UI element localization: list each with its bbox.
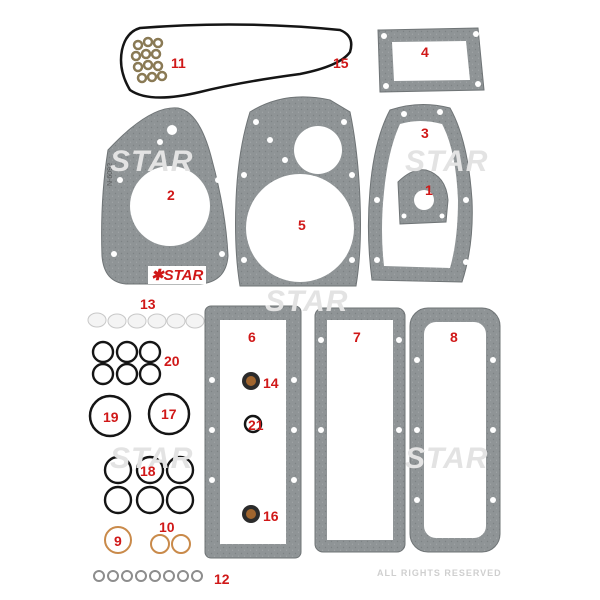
watermark-star-bottom-left: STAR xyxy=(110,442,194,475)
copper-ring-9 xyxy=(104,526,132,554)
gasket-1 xyxy=(397,169,449,225)
o-rings-20 xyxy=(91,340,162,386)
o-ring-17 xyxy=(147,392,191,436)
copper-ring-10a xyxy=(150,534,170,554)
gasket-4 xyxy=(377,27,485,93)
part-label-17: 17 xyxy=(161,406,177,422)
part-label-3: 3 xyxy=(421,125,429,141)
washers-12 xyxy=(93,570,203,582)
washer-cluster-11 xyxy=(130,36,168,84)
star-logo: ✱STAR xyxy=(148,266,207,284)
part-label-21: 21 xyxy=(248,417,264,433)
part-label-5: 5 xyxy=(298,217,306,233)
gasket-code-text: N-6092 xyxy=(107,163,114,186)
gasket-7 xyxy=(314,307,406,553)
watermark-star-center: STAR xyxy=(265,285,349,318)
o-ring-21 xyxy=(243,414,263,434)
part-label-18: 18 xyxy=(140,463,156,479)
white-caps-13 xyxy=(87,312,205,329)
part-label-20: 20 xyxy=(164,353,180,369)
watermark-star-top-left: STAR xyxy=(110,145,194,178)
part-label-7: 7 xyxy=(353,329,361,345)
part-label-12: 12 xyxy=(214,571,230,587)
star-logo-icon: ✱ xyxy=(151,267,164,284)
large-o-ring-15 xyxy=(119,23,353,99)
part-label-19: 19 xyxy=(103,409,119,425)
o-ring-19 xyxy=(88,394,132,438)
part-label-8: 8 xyxy=(450,329,458,345)
part-label-10: 10 xyxy=(159,519,175,535)
part-label-14: 14 xyxy=(263,375,279,391)
gasket-5 xyxy=(235,96,361,287)
o-rings-18 xyxy=(103,455,195,515)
gasket-8 xyxy=(409,307,501,553)
part-label-4: 4 xyxy=(421,44,429,60)
part-label-9: 9 xyxy=(114,533,122,549)
seal-16 xyxy=(242,505,260,523)
copper-ring-10b xyxy=(171,534,191,554)
part-label-16: 16 xyxy=(263,508,279,524)
watermark-star-top-right: STAR xyxy=(405,145,489,178)
part-label-13: 13 xyxy=(140,296,156,312)
rights-reserved-text: ALL RIGHTS RESERVED xyxy=(377,568,502,578)
part-label-6: 6 xyxy=(248,329,256,345)
part-label-2: 2 xyxy=(167,187,175,203)
watermark-star-bottom-right: STAR xyxy=(405,442,489,475)
part-label-1: 1 xyxy=(425,182,433,198)
part-label-11: 11 xyxy=(171,55,186,71)
seal-14 xyxy=(242,372,260,390)
gasket-2: N-6092 xyxy=(101,107,229,285)
part-label-15: 15 xyxy=(333,55,349,71)
